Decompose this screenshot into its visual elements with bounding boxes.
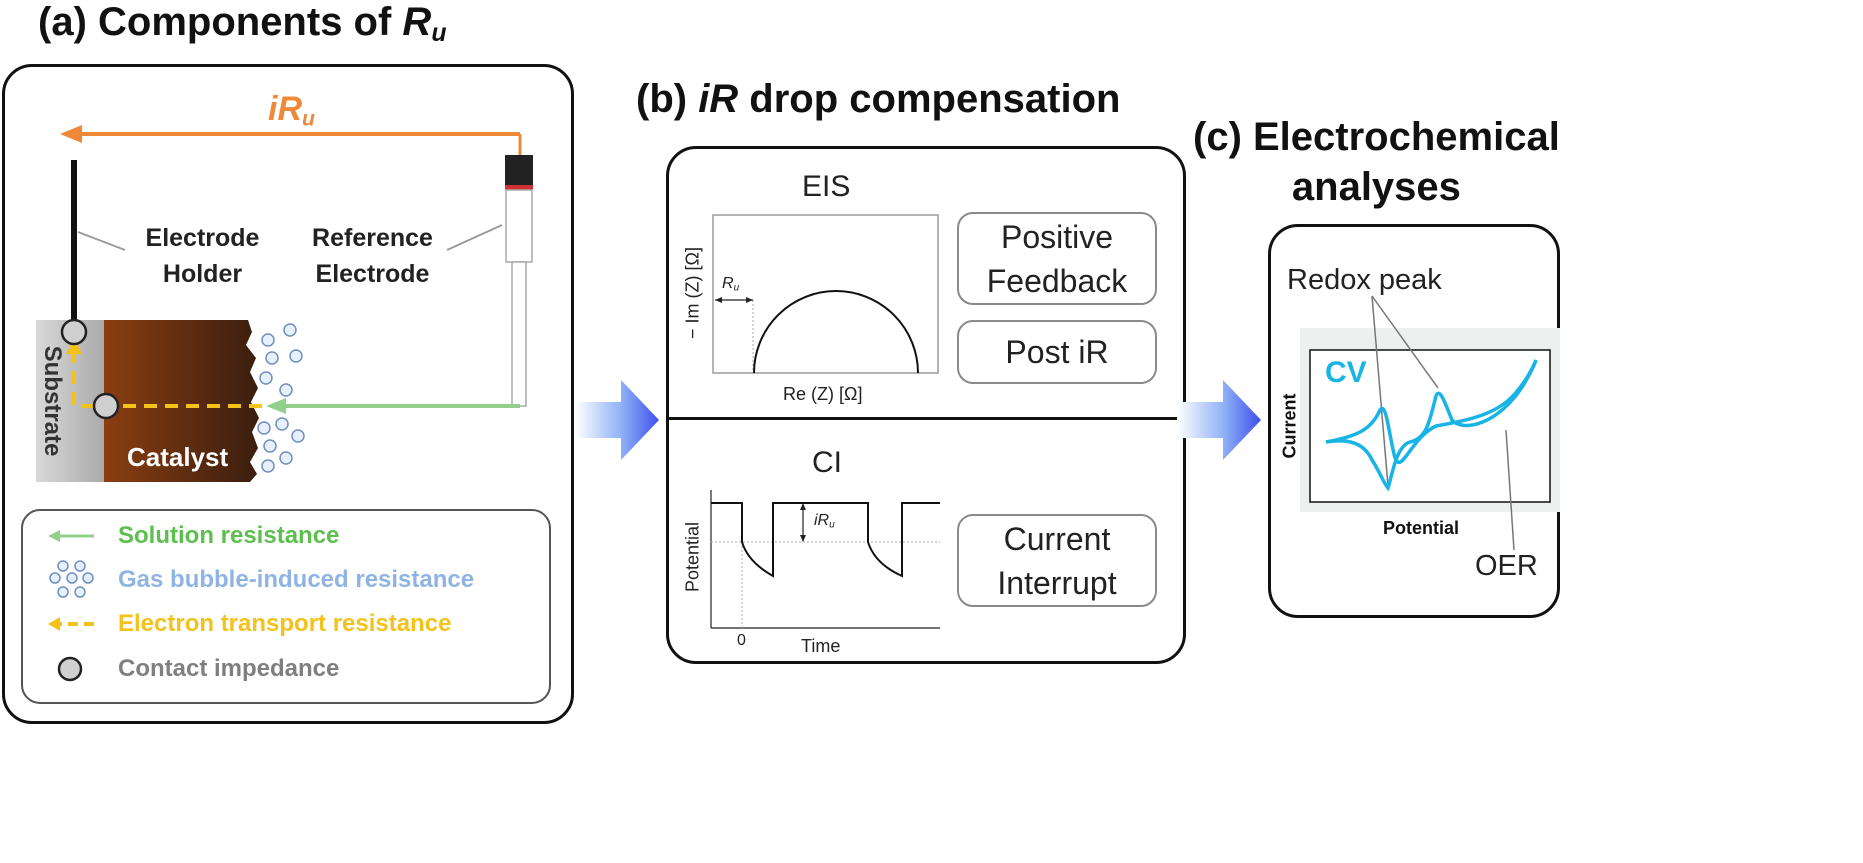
eis-plot-frame <box>712 214 939 374</box>
legend-item-contact: Contact impedance <box>90 649 339 689</box>
panel-a-title-subscript: u <box>431 20 447 48</box>
ci-iru-label: iRu <box>814 512 835 530</box>
electrode-holder-leader <box>77 231 126 251</box>
panel-a-title-text: (a) Components of <box>38 0 403 44</box>
panel-b-title-rest: drop compensation <box>738 77 1121 121</box>
reference-electrode-body <box>505 189 533 263</box>
reference-electrode-label: Reference Electrode <box>312 224 433 288</box>
electrode-holder-label: Electrode Holder <box>145 224 260 288</box>
panel-b-title-italic: iR <box>698 77 739 121</box>
ci-title: CI <box>812 446 842 479</box>
cv-curve-lower <box>1325 359 1538 492</box>
substrate-label: Substrate <box>39 345 66 457</box>
contact-circle-mid <box>92 392 120 420</box>
redox-leader-1 <box>1371 295 1389 487</box>
reference-electrode-tip <box>511 261 527 407</box>
reference-electrode-leader <box>446 224 503 251</box>
legend-contact-icon <box>57 656 83 682</box>
panel-b-title: (b) iR drop compensation <box>636 77 1120 122</box>
legend-solution-text: Solution resistance <box>118 522 340 549</box>
legend-electron-text: Electron transport resistance <box>118 610 452 637</box>
ci-iru-main: iR <box>814 512 830 529</box>
ci-xlabel: Time <box>801 636 841 656</box>
electron-transport-head <box>66 338 82 354</box>
eis-xlabel: Re (Z) [Ω] <box>783 384 863 404</box>
panel-c-title: (c) Electrochemical analyses <box>1193 115 1560 209</box>
eis-ylabel: − Im (Z) [Ω] <box>682 247 703 339</box>
post-ir-box: Post iR <box>957 320 1157 384</box>
arrow-b-to-c <box>1177 380 1261 460</box>
catalyst-block <box>104 320 259 482</box>
panel-a-title-symbol: R <box>402 0 432 44</box>
legend-frame <box>21 509 551 704</box>
ci-zero-label: 0 <box>737 632 746 649</box>
cv-plot <box>1300 295 1560 550</box>
legend-item-electron: Electron transport resistance <box>90 604 451 644</box>
positive-feedback-box: Positive Feedback <box>957 212 1157 305</box>
legend-bubbles-icon <box>49 560 94 598</box>
legend-item-solution: Solution resistance <box>90 516 339 556</box>
legend-bubbles-text: Gas bubble-induced resistance <box>118 566 475 593</box>
oer-label: OER <box>1475 550 1538 582</box>
legend-item-bubbles: Gas bubble-induced resistance <box>90 560 474 600</box>
iru-label: iRu <box>268 90 315 131</box>
contact-circle-top <box>60 318 88 346</box>
iru-label-main: iR <box>268 90 302 128</box>
panel-a-diagram <box>21 125 551 704</box>
cv-plot-frame <box>1309 349 1551 503</box>
reference-electrode-cap <box>505 155 533 187</box>
legend-contact-text: Contact impedance <box>118 655 340 682</box>
eis-ru-sub: u <box>733 282 740 294</box>
iru-arrow-head <box>60 125 82 143</box>
cv-label: CV <box>1325 356 1367 389</box>
solution-resistance-head <box>266 398 286 414</box>
gas-bubbles <box>257 323 305 473</box>
eis-ru-label: Ru <box>722 275 739 293</box>
panel-a-title: (a) Components of Ru <box>38 0 446 48</box>
oer-leader <box>1505 429 1515 550</box>
panel-b-title-prefix: (b) <box>636 77 699 121</box>
ci-iru-sub: u <box>829 519 835 531</box>
ci-waveform <box>711 502 940 578</box>
reference-electrode-band <box>505 185 533 190</box>
cv-ylabel: Current <box>1279 393 1300 459</box>
arrow-a-to-b <box>575 380 659 460</box>
ci-plot <box>710 490 940 629</box>
redox-peak-label: Redox peak <box>1287 264 1442 296</box>
catalyst-label: Catalyst <box>127 442 229 472</box>
ci-ylabel: Potential <box>682 521 703 593</box>
panel-b-divider <box>667 417 1184 420</box>
current-interrupt-box: Current Interrupt <box>957 514 1157 607</box>
iru-label-sub: u <box>302 107 315 131</box>
eis-semicircle <box>753 290 919 374</box>
redox-leader-2 <box>1371 295 1439 389</box>
eis-title: EIS <box>802 170 851 203</box>
eis-plot <box>712 214 939 374</box>
cv-xlabel: Potential <box>1383 518 1460 538</box>
eis-ru-main: R <box>722 275 734 292</box>
